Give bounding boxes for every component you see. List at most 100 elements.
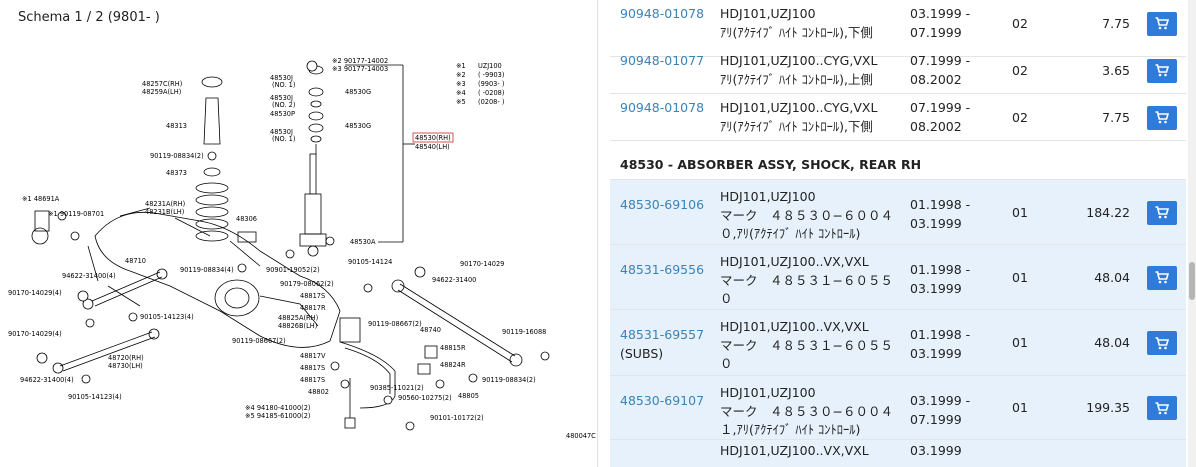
part-number[interactable]: 48530-69106 [620, 197, 705, 212]
part-label[interactable]: 90170-14029(4) [8, 330, 62, 338]
part-label[interactable]: 48530J [270, 74, 293, 82]
part-label[interactable]: 48373 [166, 169, 187, 177]
part-label[interactable]: 48815R [440, 344, 466, 352]
part-label[interactable]: ※5 94185-61000(2) [245, 412, 311, 420]
part-number[interactable]: 48531-69557 [620, 327, 705, 342]
date-line: 03.1999 [910, 442, 962, 458]
coil-spring-drawing [195, 76, 257, 243]
part-label[interactable]: ※3 90177-14003 [332, 65, 388, 73]
add-to-cart-button[interactable] [1147, 58, 1177, 83]
date-line: 01.1998 - [910, 197, 971, 212]
part-number-link[interactable]: 90948-01077 [620, 52, 704, 71]
add-to-cart-button[interactable] [1147, 200, 1177, 225]
part-label[interactable]: 94622-31400(4) [20, 376, 74, 384]
part-label[interactable]: 90105-14123(4) [68, 393, 122, 401]
part-label[interactable]: 94622-31400 [432, 276, 476, 284]
part-label[interactable]: 48313 [166, 122, 187, 130]
part-label[interactable]: 48231A(RH) [145, 200, 185, 208]
part-number[interactable]: 90948-01078 [620, 100, 705, 115]
part-label[interactable]: 48257C(RH) [142, 80, 182, 88]
price: 7.75 [1102, 15, 1130, 31]
part-label[interactable]: 48720(RH) [108, 354, 144, 362]
part-label[interactable]: 48530A [350, 238, 376, 246]
part-label[interactable]: 90119-08667(2) [368, 320, 422, 328]
part-label[interactable]: (NO. 2) [272, 101, 295, 109]
part-number-link[interactable]: 90948-01078 [620, 5, 704, 24]
part-label[interactable]: 48817R [300, 304, 326, 312]
part-label[interactable]: (NO. 1) [272, 81, 295, 89]
part-label[interactable]: 48530G [345, 122, 371, 130]
part-number[interactable]: 90948-01078 [620, 6, 705, 21]
part-label[interactable]: 90119-08834(2) [150, 152, 204, 160]
part-label[interactable]: 90101-10172(2) [430, 414, 484, 422]
date-range: 03.1999 [910, 442, 980, 461]
part-label[interactable]: 48530G [345, 88, 371, 96]
part-label[interactable]: 90105-14124 [348, 258, 392, 266]
part-label[interactable]: 48530J [270, 128, 293, 136]
part-number-link[interactable]: 90948-01078 [620, 99, 704, 118]
part-number[interactable]: 48530-69107 [620, 393, 705, 408]
part-label[interactable]: 90119-08667(2) [232, 337, 286, 345]
part-number-link[interactable]: 48531-69556 [620, 261, 704, 280]
part-label[interactable]: 48817S [300, 376, 325, 384]
part-label[interactable]: 48824R [440, 361, 466, 369]
part-label[interactable]: 48530J [270, 94, 293, 102]
part-label[interactable]: 48817V [300, 352, 326, 360]
diagram-part-labels[interactable]: 48257C(RH) 48259A(LH) 48313 90119-08834(… [8, 57, 596, 440]
part-label[interactable]: 48805 [458, 392, 479, 400]
add-to-cart-button[interactable] [1147, 11, 1177, 36]
part-label[interactable]: ※1 48691A [22, 195, 60, 203]
note-text: UZJ100 [478, 62, 502, 70]
scrollbar[interactable] [1188, 0, 1196, 467]
part-label[interactable]: 90105-14123(4) [140, 313, 194, 321]
part-label[interactable]: 90179-08062(2) [280, 280, 334, 288]
part-label[interactable]: 48231B(LH) [145, 208, 184, 216]
part-label[interactable]: 48540(LH) [415, 143, 450, 151]
part-label[interactable]: 48740 [420, 326, 441, 334]
part-label[interactable]: (NO. 1) [272, 135, 295, 143]
part-label[interactable]: 48730(LH) [108, 362, 143, 370]
part-number-link[interactable]: 48531-69557(SUBS) [620, 326, 704, 363]
part-label[interactable]: 90901-19052(2) [266, 266, 320, 274]
part-label[interactable]: 48802 [308, 388, 329, 396]
date-range: 01.1998 -03.1999 [910, 261, 980, 298]
add-to-cart-button[interactable] [1147, 265, 1177, 290]
scrollbar-thumb[interactable] [1189, 262, 1195, 300]
part-number[interactable]: 48531-69556 [620, 262, 705, 277]
part-label[interactable]: 48826B(LH) [278, 322, 317, 330]
price: 7.75 [1102, 109, 1130, 125]
part-label[interactable]: 90170-14029(4) [8, 289, 62, 297]
add-to-cart-button[interactable] [1147, 331, 1177, 355]
add-to-cart-button[interactable] [1147, 105, 1177, 130]
date-range: 07.1999 -08.2002 [910, 99, 980, 136]
part-label[interactable]: 94622-31400(4) [62, 272, 116, 280]
price: 48.04 [1094, 335, 1130, 350]
part-label[interactable]: 90119-16088 [502, 328, 546, 336]
part-label[interactable]: 48710 [125, 257, 146, 265]
part-label[interactable]: 90170-14029 [460, 260, 504, 268]
part-label[interactable]: 48530(RH) [415, 134, 451, 142]
part-number[interactable]: 90948-01077 [620, 53, 705, 68]
part-number-link[interactable]: 48530-69106 [620, 196, 704, 215]
part-label[interactable]: ※4 94180-41000(2) [245, 404, 311, 412]
part-label[interactable]: 90119-08834(2) [482, 376, 536, 384]
part-label[interactable]: 48530P [270, 110, 295, 118]
part-number-link[interactable]: 48530-69107 [620, 392, 704, 411]
part-label[interactable]: ※2 90177-14002 [332, 57, 388, 65]
part-label[interactable]: 48259A(LH) [142, 88, 181, 96]
schema-title: Schema 1 / 2 (9801- ) [18, 10, 160, 25]
part-label[interactable]: 90385-11021(2) [370, 384, 424, 392]
add-to-cart-button[interactable] [1147, 396, 1177, 420]
part-label[interactable]: ※1 90119-08701 [48, 210, 104, 218]
date-line: 07.1999 - [910, 53, 971, 68]
quantity: 02 [1012, 62, 1028, 78]
part-label[interactable]: 48817S [300, 364, 325, 372]
cart-icon [1155, 206, 1169, 219]
shock-absorber-drawing [299, 64, 415, 257]
part-label[interactable]: 90119-08834(4) [180, 266, 234, 274]
part-label[interactable]: 48825A(RH) [278, 314, 318, 322]
part-label[interactable]: 48817S [300, 292, 325, 300]
part-label[interactable]: 90560-10275(2) [398, 394, 452, 402]
part-label[interactable]: 48306 [236, 215, 257, 223]
